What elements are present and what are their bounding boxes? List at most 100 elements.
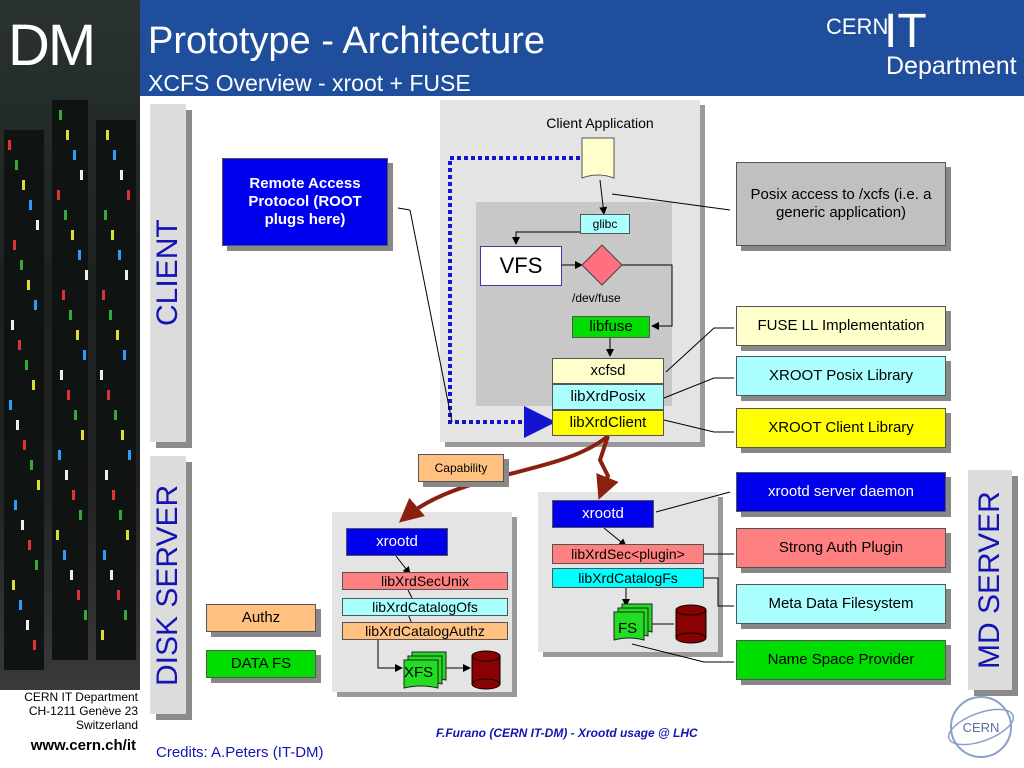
it-logo-text: IT xyxy=(884,5,927,58)
glibc-box: glibc xyxy=(580,214,630,234)
page-subtitle: XCFS Overview - xroot + FUSE xyxy=(148,70,471,96)
rack-led xyxy=(26,620,29,630)
rack-led xyxy=(74,410,77,420)
rack-led xyxy=(100,370,103,380)
meta-data-fs-note: Meta Data Filesystem xyxy=(736,584,946,624)
rack-led xyxy=(124,610,127,620)
rack-led xyxy=(35,560,38,570)
rack-led xyxy=(64,210,67,220)
rack-led xyxy=(23,440,26,450)
rack-led xyxy=(30,460,33,470)
rack-led xyxy=(83,350,86,360)
client-application-label: Client Application xyxy=(546,115,654,131)
rack-led xyxy=(117,590,120,600)
footer-address: CERN IT Department CH-1211 Genève 23 Swi… xyxy=(0,690,138,732)
rack-led xyxy=(14,500,17,510)
rack-led xyxy=(72,490,75,500)
rack-led xyxy=(84,610,87,620)
rack-led xyxy=(79,510,82,520)
dev-fuse-diamond xyxy=(581,244,623,286)
rack-led xyxy=(25,360,28,370)
md-server-band xyxy=(968,470,1012,690)
disk-xrootd-box: xrootd xyxy=(346,528,448,556)
rack-led xyxy=(9,400,12,410)
md-xrootd-box: xrootd xyxy=(552,500,654,528)
vfs-box: VFS xyxy=(480,246,562,286)
rack-led xyxy=(76,330,79,340)
rack-led xyxy=(29,200,32,210)
rack-led xyxy=(66,130,69,140)
rack-led xyxy=(113,150,116,160)
cern-logo-text-small: CERN xyxy=(963,720,1000,735)
capability-box: Capability xyxy=(418,454,504,482)
rack-led xyxy=(59,110,62,120)
disk-database-icon xyxy=(471,650,501,690)
rack-led xyxy=(104,210,107,220)
dev-fuse-label: /dev/fuse xyxy=(572,291,621,305)
sidebar-decoration xyxy=(0,0,140,690)
strong-auth-note: Strong Auth Plugin xyxy=(736,528,946,568)
rack-led xyxy=(22,180,25,190)
rack-led xyxy=(112,490,115,500)
rack-led xyxy=(109,310,112,320)
rack-led xyxy=(85,270,88,280)
rack-led xyxy=(8,140,11,150)
rack-led xyxy=(33,640,36,650)
xroot-posix-note: XROOT Posix Library xyxy=(736,356,946,396)
rack-led xyxy=(116,330,119,340)
posix-access-note: Posix access to /xcfs (i.e. a generic ap… xyxy=(736,162,946,246)
md-libxrdsec-box: libXrdSec<plugin> xyxy=(552,544,704,564)
remote-access-box: Remote Access Protocol (ROOT plugs here) xyxy=(222,158,388,246)
rack-led xyxy=(102,290,105,300)
cern-logo-text: CERN xyxy=(826,14,889,39)
xrootd-daemon-note: xrootd server daemon xyxy=(736,472,946,512)
rack-led xyxy=(126,530,129,540)
rack-led xyxy=(16,420,19,430)
rack-led xyxy=(114,410,117,420)
libxrdclient-box: libXrdClient xyxy=(552,410,664,436)
footer-url[interactable]: www.cern.ch/it xyxy=(30,737,136,754)
rack-led xyxy=(37,480,40,490)
rack-led xyxy=(57,190,60,200)
rack-led xyxy=(19,600,22,610)
disk-xfs-label: XFS xyxy=(404,664,434,681)
md-fs-stack-icon xyxy=(613,603,653,641)
rack-led xyxy=(71,230,74,240)
rack-led xyxy=(65,470,68,480)
rack-led xyxy=(56,530,59,540)
rack-led xyxy=(69,310,72,320)
rack-led xyxy=(32,380,35,390)
rack-led xyxy=(121,430,124,440)
disk-libxrdsecunix-box: libXrdSecUnix xyxy=(342,572,508,590)
md-libxrdcatalogfs-box: libXrdCatalogFs xyxy=(552,568,704,588)
rack-led xyxy=(105,470,108,480)
disk-libxrdcatalogauthz-box: libXrdCatalogAuthz xyxy=(342,622,508,640)
cern-logo-icon: CERN xyxy=(947,696,1015,758)
rack-led xyxy=(118,250,121,260)
rack-led xyxy=(111,230,114,240)
rack-led xyxy=(106,130,109,140)
rack-led xyxy=(28,540,31,550)
libxrdposix-box: libXrdPosix xyxy=(552,384,664,410)
disk-libxrdcatalogofs-box: libXrdCatalogOfs xyxy=(342,598,508,616)
rack-led xyxy=(12,580,15,590)
rack-led xyxy=(60,370,63,380)
rack-led xyxy=(36,220,39,230)
client-band xyxy=(150,104,186,442)
md-database-icon xyxy=(675,604,707,644)
rack-led xyxy=(125,270,128,280)
rack-led xyxy=(128,450,131,460)
disk-xfs-stack-icon xyxy=(403,651,447,689)
rack-led xyxy=(81,430,84,440)
rack-led xyxy=(110,570,113,580)
rack-led xyxy=(103,550,106,560)
rack-led xyxy=(73,150,76,160)
header-bar xyxy=(140,0,1024,96)
footer-address-line1: CERN IT Department xyxy=(24,690,138,704)
page-title: Prototype - Architecture xyxy=(148,20,546,62)
md-fs-label: FS xyxy=(618,620,638,637)
fuse-ll-note: FUSE LL Implementation xyxy=(736,306,946,346)
rack-led xyxy=(119,510,122,520)
rack-led xyxy=(77,590,80,600)
footer-address-line3: Switzerland xyxy=(75,718,138,732)
